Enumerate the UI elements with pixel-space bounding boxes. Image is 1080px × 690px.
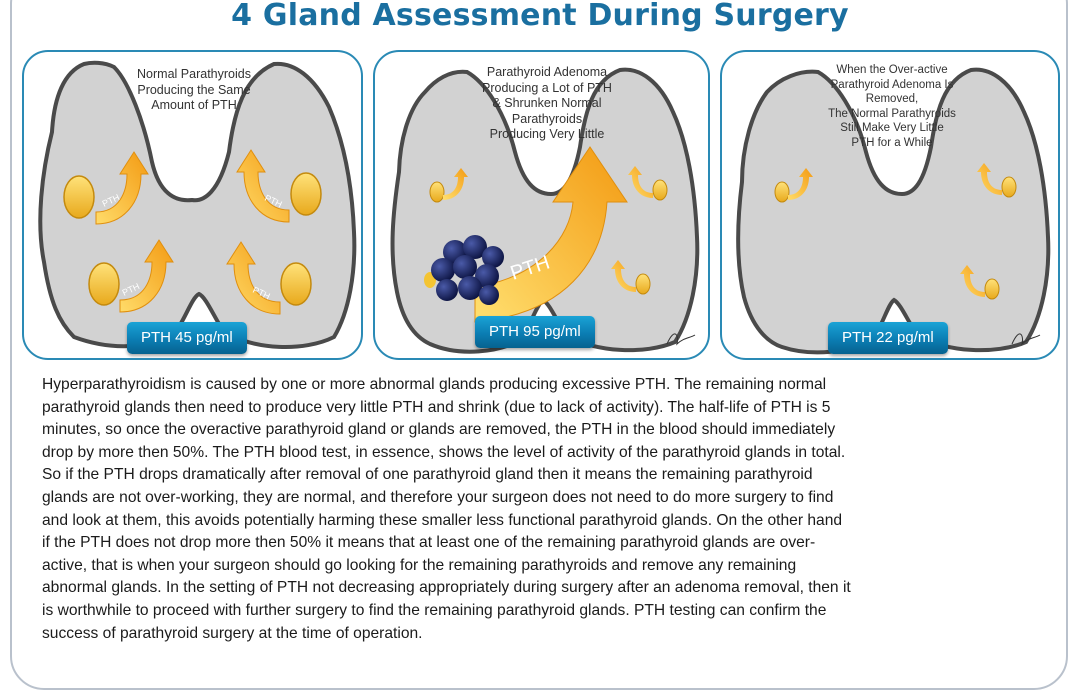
paragraph-line: and look at them, this avoids potentiall… <box>42 511 843 529</box>
pth-arrow-small <box>977 163 1002 195</box>
pth-badge: PTH 95 pg/ml <box>475 316 595 348</box>
gland-small <box>652 179 668 201</box>
paragraph-line: glands are not over-working, they are no… <box>42 488 834 506</box>
thyroid-outline <box>38 60 357 350</box>
thyroid-diagram-after <box>736 67 1051 355</box>
pth-arrow-large <box>474 146 628 323</box>
paragraph-line: drop by more then 50%. The PTH blood tes… <box>42 443 846 461</box>
paragraph-line: abnormal glands. In the setting of PTH n… <box>42 579 851 597</box>
pth-arrow-small <box>443 168 468 200</box>
panel-after-removal: When the Over-active Parathyroid Adenoma… <box>720 50 1060 360</box>
paragraph-line: minutes, so once the overactive parathyr… <box>42 421 836 439</box>
pth-arrow-upper-left <box>95 151 149 225</box>
pth-arrow-small <box>628 166 653 198</box>
paragraph-line: So if the PTH drops dramatically after r… <box>42 466 813 484</box>
pth-arrow-small <box>611 260 636 292</box>
gland-upper-right <box>290 172 322 216</box>
pth-arrow-small <box>788 168 813 200</box>
paragraph-line: success of parathyroid surgery at the ti… <box>42 624 423 642</box>
gland-upper-left <box>63 175 95 219</box>
gland-lower-right <box>280 262 312 306</box>
signature <box>666 333 696 346</box>
pth-badge: PTH 22 pg/ml <box>828 322 948 354</box>
signature <box>1011 333 1041 346</box>
gland-small <box>984 278 1000 300</box>
gland-lower-left <box>88 262 120 306</box>
explanation-paragraph: Hyperparathyroidism is caused by one or … <box>42 374 1048 645</box>
gland-small <box>429 181 445 203</box>
pth-badge: PTH 45 pg/ml <box>127 322 247 354</box>
thyroid-diagram-adenoma: PTH <box>390 67 700 354</box>
adenoma-cluster <box>424 235 504 305</box>
paragraph-line: Hyperparathyroidism is caused by one or … <box>42 376 827 393</box>
panel-caption: Parathyroid Adenoma Producing a Lot of P… <box>482 65 612 141</box>
thyroid-diagram-normal: PTH PTH PTH PTH <box>38 60 357 350</box>
paragraph-line: parathyroid glands then need to produce … <box>42 398 831 416</box>
pth-arrow-lower-right <box>226 241 281 315</box>
pth-arrow-small <box>960 265 985 297</box>
paragraph-line: is worthwhile to proceed with further su… <box>42 601 827 619</box>
panel-caption: When the Over-active Parathyroid Adenoma… <box>828 64 956 149</box>
gland-small <box>774 181 790 203</box>
panel-normal-glands: PTH PTH PTH PTH Normal Parathyroids Prod… <box>22 50 363 360</box>
panel-caption: Normal Parathyroids Producing the Same A… <box>137 67 251 112</box>
page-title: 4 Gland Assessment During Surgery <box>231 0 849 33</box>
paragraph-line: if the PTH does not drop more then 50% i… <box>42 534 816 552</box>
panel-adenoma: PTH Parathyroid Adenoma Producing a Lot … <box>373 50 710 360</box>
gland-small <box>635 273 651 295</box>
pth-arrow-upper-right <box>236 149 290 223</box>
pth-arrow-lower-left <box>119 239 174 313</box>
gland-small <box>1001 176 1017 198</box>
paragraph-line: active, that is when your surgeon should… <box>42 556 797 574</box>
